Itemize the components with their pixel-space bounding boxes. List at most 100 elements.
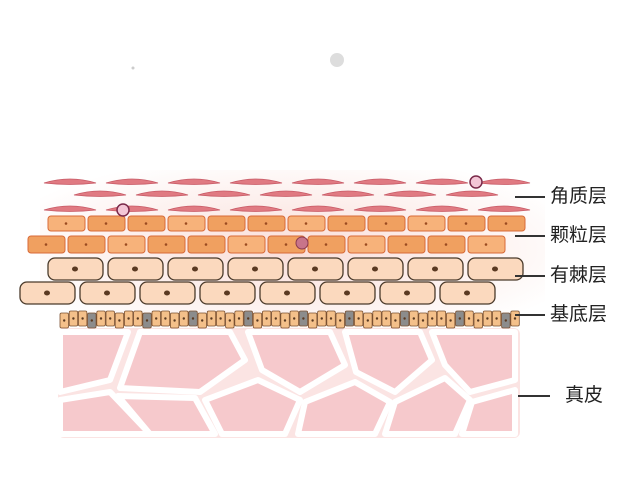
dermis-layer [57, 328, 520, 438]
leader-line-basale [515, 314, 545, 316]
corneum-cell [353, 178, 407, 185]
corneum-cell [291, 178, 345, 185]
basale-nucleus [72, 317, 75, 320]
basale-nucleus [302, 317, 305, 320]
basale-nucleus [403, 317, 406, 320]
corneum-cell [353, 205, 407, 212]
granulosum-nucleus [224, 222, 228, 225]
basale-nucleus [486, 317, 489, 320]
basale-nucleus [329, 317, 333, 320]
corneum-cell [477, 178, 531, 185]
dermis-cell [429, 329, 518, 395]
corneum-cell [229, 205, 283, 212]
basale-nucleus [320, 317, 323, 320]
spinosum-nucleus [44, 290, 50, 296]
corneum-cell [43, 205, 97, 212]
basale-nucleus [145, 319, 149, 322]
basale-nucleus [256, 319, 259, 322]
basale-nucleus [283, 319, 287, 322]
basale-nucleus [265, 317, 268, 320]
basale-nucleus [477, 319, 480, 322]
leader-line-granulosum [515, 235, 545, 237]
basale-nucleus [247, 317, 250, 320]
dermis-cell [295, 379, 393, 437]
corneum-cell [167, 205, 221, 212]
basale-nucleus [495, 317, 498, 320]
basale-nucleus [99, 317, 103, 320]
corneum-cell [135, 190, 189, 197]
granulosum-nucleus [44, 243, 48, 246]
corneum-cell [105, 178, 159, 185]
corneum-cell [445, 190, 499, 197]
basale-nucleus [357, 317, 360, 320]
granulosum-nucleus [364, 243, 368, 246]
basale-nucleus [127, 317, 130, 320]
spinosum-nucleus [104, 290, 110, 296]
spinosum-nucleus [432, 266, 438, 272]
spinosum-nucleus [132, 266, 138, 272]
dermis-cell [115, 393, 218, 437]
basale-nucleus [449, 319, 452, 322]
spinosum-nucleus [312, 266, 318, 272]
basale-nucleus [228, 319, 231, 322]
spinosum-nucleus [344, 290, 350, 296]
stratum-corneum-layer [43, 175, 531, 217]
dermis-cell [57, 329, 131, 395]
basale-nucleus [504, 319, 507, 322]
spinosum-nucleus [492, 266, 498, 272]
granulosum-nucleus [404, 243, 408, 246]
granulosum-nucleus [344, 222, 348, 225]
basale-nucleus [385, 317, 388, 320]
spinosum-nucleus [192, 266, 198, 272]
granulosum-nucleus [264, 222, 268, 225]
basale-nucleus [155, 317, 158, 320]
label-stratum-basale: 基底层 [550, 303, 608, 325]
corneum-cell [229, 178, 283, 185]
basale-nucleus [366, 319, 369, 322]
basale-nucleus [394, 319, 397, 322]
basale-nucleus [421, 319, 425, 322]
basale-nucleus [348, 317, 351, 320]
basale-nucleus [513, 317, 517, 320]
basale-nucleus [311, 319, 314, 322]
basale-nucleus [118, 319, 121, 322]
spinosum-nucleus [164, 290, 170, 296]
leader-line-dermis [518, 395, 550, 397]
granule-dot [295, 236, 309, 250]
corneum-cell [383, 190, 437, 197]
granulosum-nucleus [104, 222, 108, 225]
basale-nucleus [201, 319, 204, 322]
spinosum-nucleus [252, 266, 258, 272]
granulosum-nucleus [164, 243, 168, 246]
basale-nucleus [164, 317, 167, 320]
granulosum-nucleus [324, 243, 328, 246]
dermis-cell [382, 375, 473, 437]
basale-nucleus [219, 317, 222, 320]
background-specks [131, 53, 344, 70]
basale-nucleus [274, 317, 277, 320]
granulosum-nucleus [124, 243, 128, 246]
corneum-granule-dot [469, 175, 483, 189]
corneum-cell [321, 190, 375, 197]
granulosum-nucleus [384, 222, 388, 225]
basale-nucleus [182, 317, 185, 320]
stratum-basale-layer [59, 310, 520, 329]
spinosum-nucleus [284, 290, 290, 296]
corneum-cell [259, 190, 313, 197]
corneum-cell [291, 205, 345, 212]
stratum-spinosum-layer [19, 257, 524, 305]
corneum-cell [43, 178, 97, 185]
dermis-cell [342, 329, 435, 395]
basale-nucleus [237, 317, 241, 320]
spinosum-nucleus [404, 290, 410, 296]
basale-nucleus [62, 319, 66, 322]
basale-nucleus [458, 317, 461, 320]
spinosum-nucleus [464, 290, 470, 296]
basale-nucleus [412, 317, 415, 320]
dermis-cell [245, 329, 348, 395]
spinosum-nucleus [372, 266, 378, 272]
basale-nucleus [90, 319, 94, 322]
granulosum-nucleus [244, 243, 248, 246]
granulosum-nucleus [464, 222, 468, 225]
